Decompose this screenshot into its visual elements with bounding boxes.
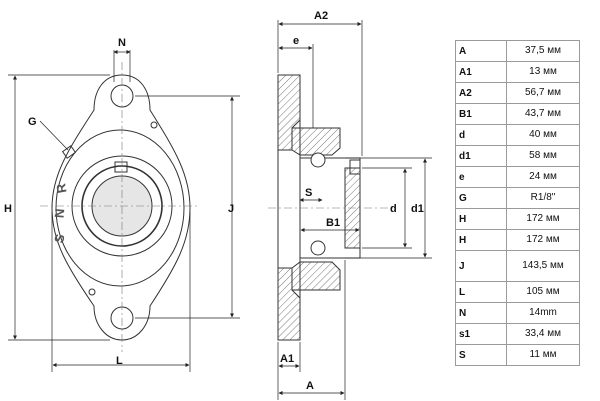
value-cell: 172 мм xyxy=(506,208,580,230)
param-cell: s1 xyxy=(455,323,507,345)
value-cell: 37,5 мм xyxy=(506,40,580,62)
ball-bottom xyxy=(310,240,326,256)
param-cell: e xyxy=(455,166,507,188)
param-cell: A1 xyxy=(455,61,507,83)
value-cell: 24 мм xyxy=(506,166,580,188)
param-cell: H xyxy=(455,208,507,230)
value-cell: 58 мм xyxy=(506,145,580,167)
dim-label-H: H xyxy=(4,203,12,215)
value-cell: 11 мм xyxy=(506,344,580,366)
dim-label-d: d xyxy=(390,203,397,215)
front-view xyxy=(51,74,191,341)
value-cell: 143,5 мм xyxy=(506,250,580,282)
param-cell: S xyxy=(455,344,507,366)
logo-letter: S xyxy=(51,232,68,245)
param-cell: N xyxy=(455,302,507,324)
param-cell: H xyxy=(455,229,507,251)
logo-letter: N xyxy=(52,208,68,219)
dim-label-S: S xyxy=(305,187,312,199)
front-centerlines xyxy=(40,62,200,352)
housing-section-bottom xyxy=(291,261,341,291)
dim-label-A1: A1 xyxy=(280,353,294,365)
value-cell: 13 мм xyxy=(506,61,580,83)
param-cell: J xyxy=(455,250,507,282)
value-cell: R1/8" xyxy=(506,187,580,209)
housing-boss xyxy=(55,129,185,287)
logo-letter: R xyxy=(53,182,70,194)
value-cell: 172 мм xyxy=(506,229,580,251)
mark-icon xyxy=(88,288,96,296)
dim-label-L: L xyxy=(116,355,123,367)
param-cell: d xyxy=(455,124,507,146)
value-cell: 14mm xyxy=(506,302,580,324)
param-cell: B1 xyxy=(455,103,507,125)
value-cell: 105 мм xyxy=(506,281,580,303)
front-dimensions xyxy=(8,49,240,372)
dim-label-J: J xyxy=(228,203,234,215)
param-cell: G xyxy=(455,187,507,209)
ball-top xyxy=(310,152,326,168)
grease-nipple xyxy=(61,145,77,159)
param-cell: A2 xyxy=(455,82,507,104)
housing-section-top xyxy=(291,127,341,156)
dim-label-e: e xyxy=(293,35,299,47)
dim-label-d1: d1 xyxy=(411,203,424,215)
param-cell: d1 xyxy=(455,145,507,167)
bearing-drawing: S N R N G H J L xyxy=(4,10,432,400)
dim-label-A2: A2 xyxy=(314,10,328,22)
dim-label-N: N xyxy=(118,37,126,49)
value-cell: 43,7 мм xyxy=(506,103,580,125)
dim-label-A: A xyxy=(306,380,314,392)
param-cell: A xyxy=(455,40,507,62)
grub-screw xyxy=(114,161,128,173)
dim-label-B1: B1 xyxy=(326,217,340,229)
side-dimensions xyxy=(277,20,432,400)
grub-screw-side xyxy=(349,159,361,175)
value-cell: 40 мм xyxy=(506,124,580,146)
snr-logo: S N R xyxy=(51,182,70,245)
side-section-view xyxy=(277,74,361,341)
value-cell: 33,4 мм xyxy=(506,323,580,345)
mark-icon xyxy=(150,121,158,129)
param-cell: L xyxy=(455,281,507,303)
value-cell: 56,7 мм xyxy=(506,82,580,104)
dim-label-G: G xyxy=(28,116,37,128)
